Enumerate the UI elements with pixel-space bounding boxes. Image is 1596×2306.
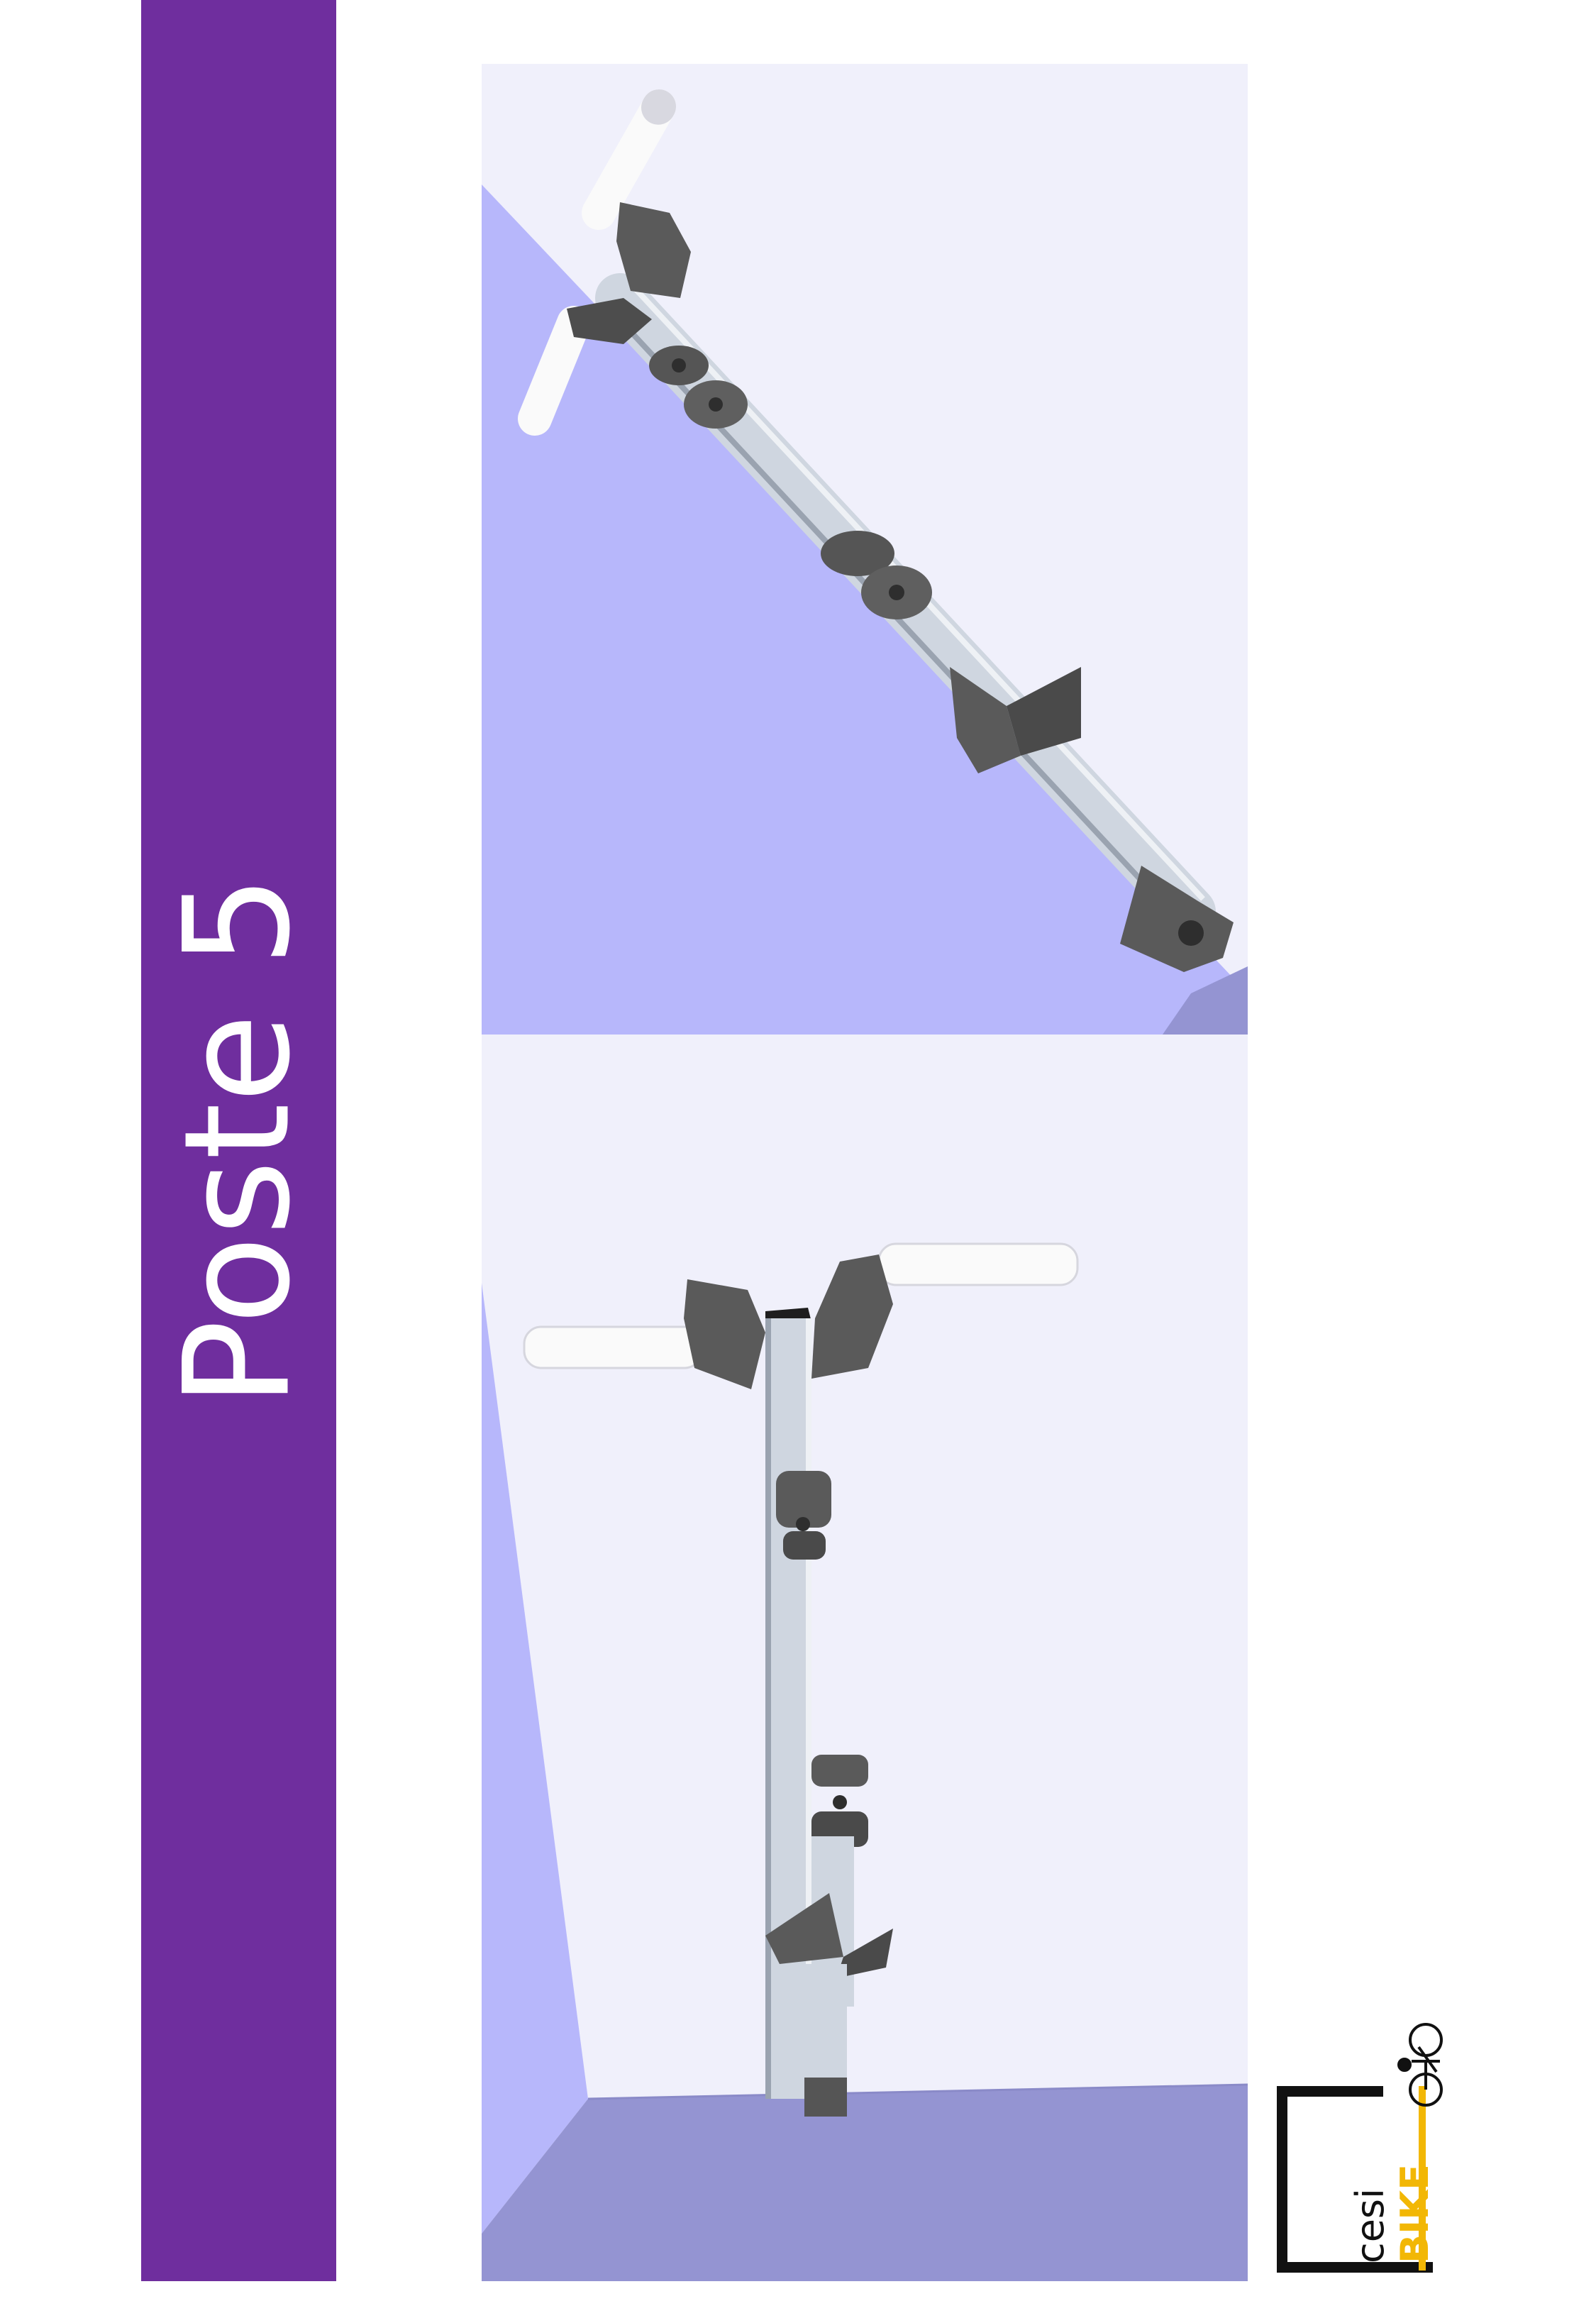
logo-word-bike: BIKE — [1392, 2164, 1437, 2263]
title-band — [141, 0, 336, 2281]
assembly-render-diagonal — [482, 64, 1248, 1035]
assembly-render-vertical — [482, 1035, 1248, 2281]
logo-word-cesi: cesi — [1348, 2188, 1392, 2263]
bicycle-icon — [1397, 2023, 1443, 2107]
render-view-bottom — [482, 1035, 1248, 2281]
page-title: Poste 5 — [153, 874, 323, 1408]
render-view-top — [482, 64, 1248, 1035]
cesi-bike-logo — [1277, 2023, 1443, 2273]
